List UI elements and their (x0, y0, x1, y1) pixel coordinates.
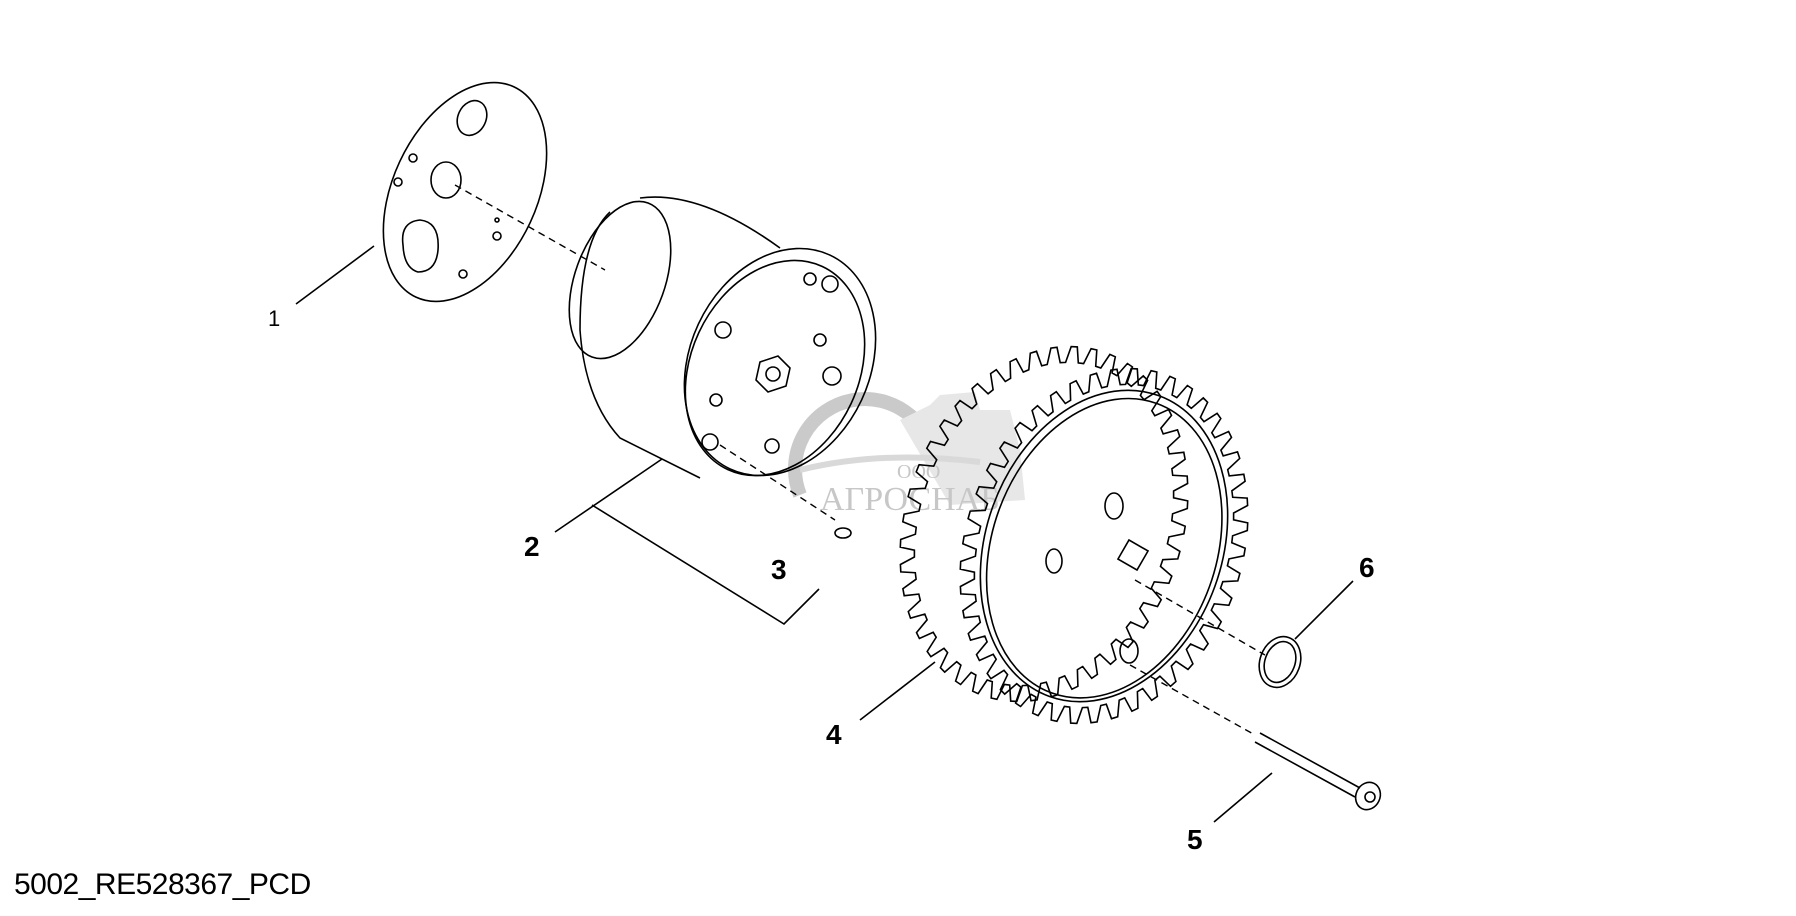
leader-5 (1213, 772, 1273, 823)
part-cap-screw (1254, 732, 1382, 811)
watermark-logo: ООО АГРОСНАБ (788, 392, 1025, 518)
centerline (1134, 579, 1266, 656)
watermark-harvester-icon (900, 392, 1025, 505)
leader-1 (295, 245, 375, 305)
leader-4 (859, 661, 936, 721)
gear-teeth-front (959, 367, 1249, 725)
callout-2: 2 (524, 531, 540, 562)
callout-4: 4 (826, 719, 842, 750)
leader-6 (1294, 580, 1354, 640)
centerline (1129, 664, 1256, 736)
part-gasket (382, 81, 548, 303)
callout-5: 5 (1187, 824, 1203, 855)
centerline (454, 184, 606, 271)
gear-hole (1045, 548, 1063, 574)
part-gear (899, 345, 1249, 725)
part-snap-ring (1258, 635, 1302, 689)
gear-face (979, 389, 1229, 703)
part-pump-housing (568, 196, 877, 479)
gear-hub-ring (985, 397, 1223, 699)
gear-teeth-back (899, 345, 1189, 703)
drawing-id-caption: 5002_RE528367_PCD (14, 868, 311, 901)
gear-hole (1119, 638, 1139, 664)
centerline (719, 444, 836, 521)
gear-square-bore (1116, 538, 1150, 572)
gear-hole (1104, 492, 1124, 520)
part-dowel (834, 527, 852, 539)
callout-1: 1 (268, 306, 280, 331)
leader-2 (554, 458, 820, 626)
callout-6: 6 (1359, 552, 1375, 583)
callout-3: 3 (771, 554, 787, 585)
